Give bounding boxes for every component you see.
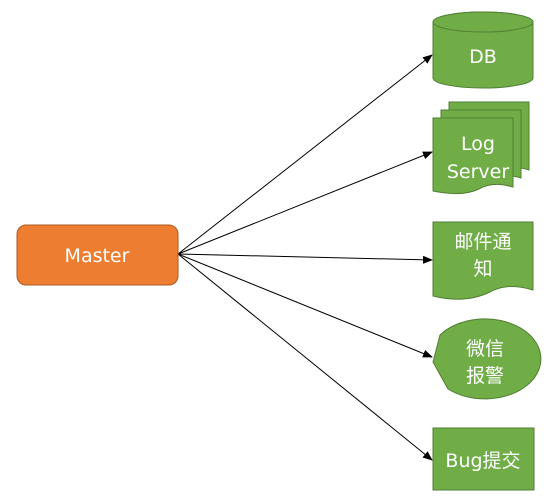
edge-master-mail xyxy=(177,253,433,264)
wechat-label-line-1: 微信 xyxy=(466,338,504,360)
mail-notification-node: 邮件通 知 xyxy=(432,221,534,300)
edges xyxy=(177,54,433,461)
mail-label-line-1: 邮件通 xyxy=(454,231,511,253)
wechat-label-line-2: 报警 xyxy=(466,365,504,387)
master-label: Master xyxy=(65,245,130,267)
edge-master-wechat xyxy=(177,253,433,358)
bug-submit-node: Bug提交 xyxy=(432,427,535,491)
edge-master-log-server xyxy=(177,151,433,255)
log-server-label-line-1: Log xyxy=(461,133,495,155)
log-server-node: Log Server xyxy=(432,101,530,195)
master-node: Master xyxy=(16,224,179,286)
wechat-alert-node: 微信 报警 xyxy=(432,318,542,400)
edge-master-db xyxy=(177,54,433,255)
db-node: DB xyxy=(432,11,534,89)
db-label: DB xyxy=(469,46,497,68)
log-server-label-line-2: Server xyxy=(447,161,509,183)
mail-label-line-2: 知 xyxy=(473,258,492,280)
bug-label: Bug提交 xyxy=(445,450,520,472)
edge-master-bug xyxy=(177,253,433,461)
